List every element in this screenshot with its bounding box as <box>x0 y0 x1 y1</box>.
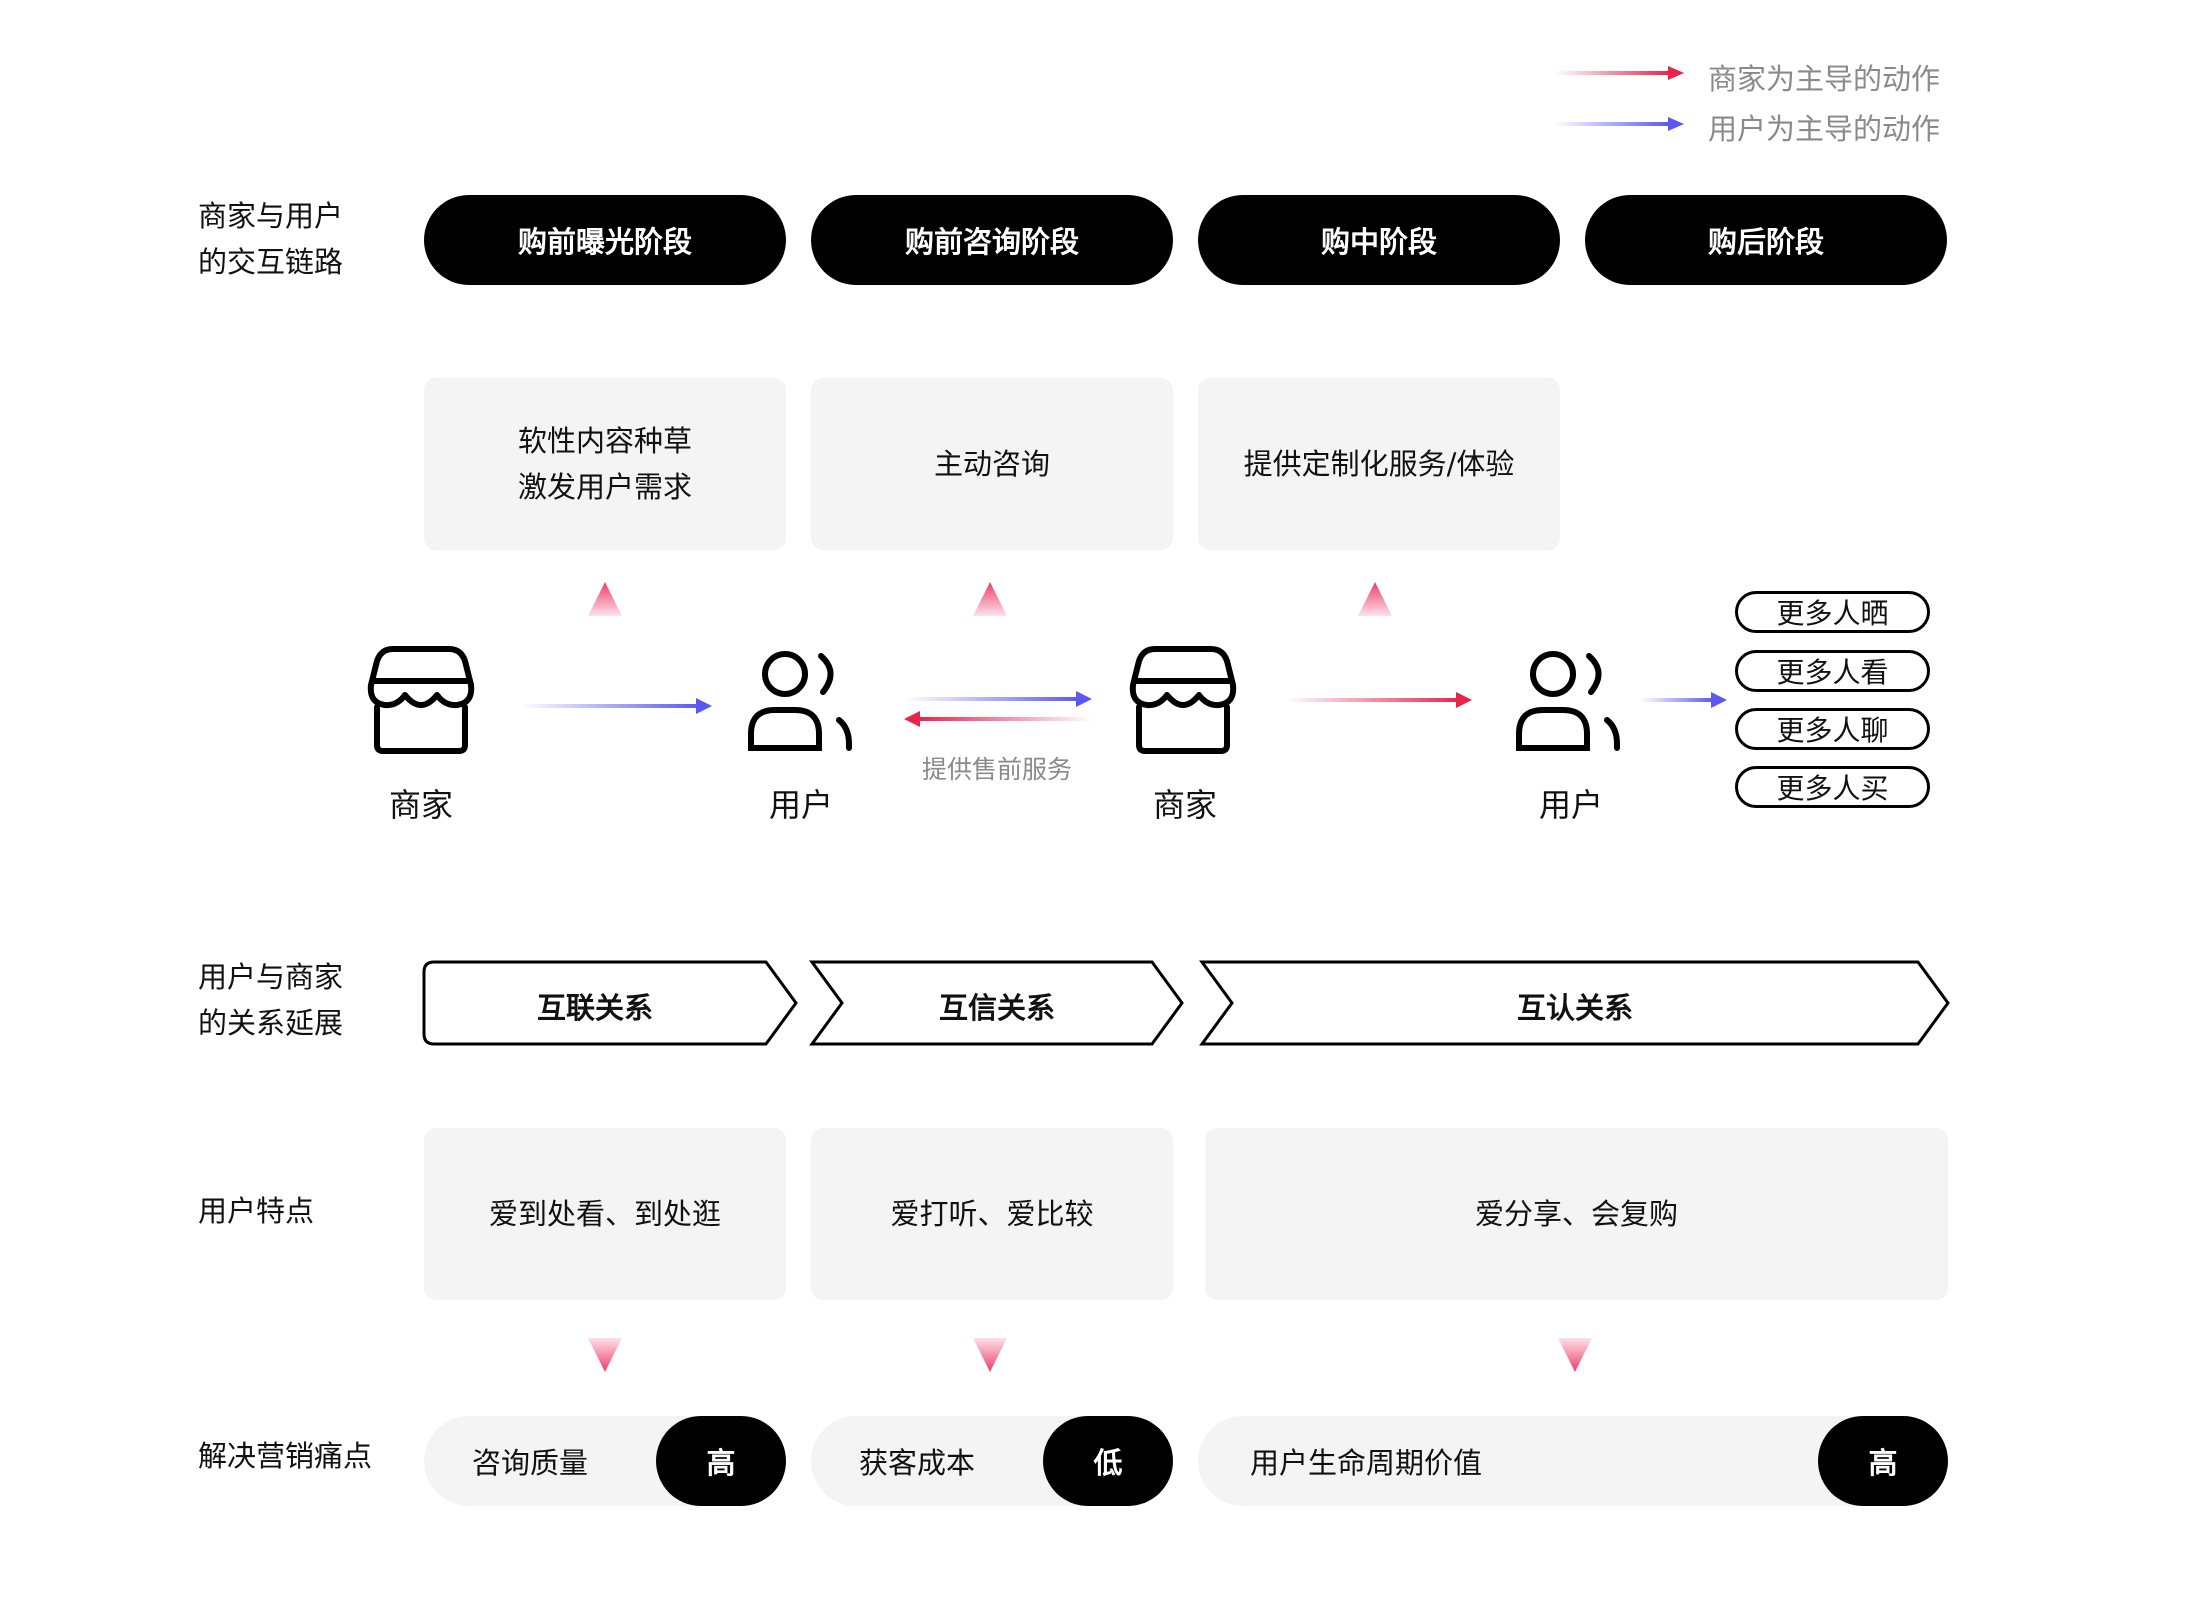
trait-card-share-text: 爱分享、会复购 <box>1474 1197 1678 1231</box>
flow-arrow-user-1 <box>520 698 712 714</box>
users-icon <box>1516 651 1620 751</box>
store-icon <box>1129 646 1237 754</box>
row-label-interaction: 商家与用户 的交互链路 <box>198 193 343 285</box>
node-label-merchant: 商家 <box>388 786 453 824</box>
node-label-user: 用户 <box>1538 786 1603 824</box>
legend-user-arrow <box>1555 117 1684 131</box>
stage-pre-exposure: 购前曝光阶段 <box>424 195 786 285</box>
action-card-custom-service: 提供定制化服务/体验 <box>1198 378 1560 550</box>
pain-point-consult-quality: 咨询质量 高 <box>424 1416 786 1506</box>
action-card-seeding-line2: 激发用户需求 <box>517 470 692 504</box>
store-icon <box>367 646 475 754</box>
row-label-traits: 用户特点 <box>198 1194 315 1228</box>
outcome-pill-share: 更多人晒 <box>1735 591 1930 633</box>
row-label-relation: 用户与商家 的关系延展 <box>198 954 343 1046</box>
triangle-down-1 <box>588 1338 622 1372</box>
row-label-relation-line2: 的关系延展 <box>198 1006 344 1040</box>
triangle-up-1 <box>588 582 622 616</box>
relation-connect: 互联关系 <box>536 991 653 1025</box>
trait-card-browse-text: 爱到处看、到处逛 <box>488 1197 721 1231</box>
action-card-custom-service-text: 提供定制化服务/体验 <box>1243 447 1515 481</box>
users-icon <box>748 651 852 751</box>
row-label-pain: 解决营销痛点 <box>198 1439 373 1473</box>
outcome-pill-buy: 更多人买 <box>1735 766 1930 808</box>
flow-arrow-user-4 <box>1640 692 1727 708</box>
pain-point-level-badge: 低 <box>1043 1416 1173 1506</box>
row-label-relation-line1: 用户与商家 <box>198 960 344 994</box>
flow-arrow-merchant-back <box>904 711 1093 727</box>
pain-point-level-badge: 高 <box>1818 1416 1948 1506</box>
pain-point-lifetime-value: 用户生命周期价值 高 <box>1198 1416 1948 1506</box>
chevron-shape-1 <box>422 960 798 1046</box>
pain-point-level-badge: 高 <box>656 1416 786 1506</box>
pain-point-label: 用户生命周期价值 <box>1250 1446 1483 1480</box>
chevron-shape-3 <box>1199 960 1950 1046</box>
legend-merchant-arrow <box>1555 66 1684 80</box>
stage-in-purchase: 购中阶段 <box>1198 195 1560 285</box>
pain-point-label: 获客成本 <box>859 1446 976 1480</box>
triangle-up-3 <box>1358 582 1392 616</box>
relation-trust: 互信关系 <box>938 991 1055 1025</box>
action-card-consult-text: 主动咨询 <box>933 447 1050 481</box>
stage-post-purchase: 购后阶段 <box>1585 195 1947 285</box>
triangle-down-3 <box>1558 1338 1592 1372</box>
outcome-pill-view: 更多人看 <box>1735 650 1930 692</box>
triangle-up-2 <box>973 582 1007 616</box>
trait-card-share: 爱分享、会复购 <box>1205 1128 1948 1300</box>
trait-card-browse: 爱到处看、到处逛 <box>424 1128 786 1300</box>
outcome-pill-chat: 更多人聊 <box>1735 708 1930 750</box>
flow-arrow-merchant-3 <box>1285 692 1472 708</box>
pain-point-acquisition-cost: 获客成本 低 <box>811 1416 1173 1506</box>
row-label-interaction-line2: 的交互链路 <box>198 245 344 279</box>
flow-arrow-user-2 <box>905 691 1092 707</box>
chevron-shape-2 <box>809 960 1184 1046</box>
node-label-merchant: 商家 <box>1152 786 1217 824</box>
legend-user-led: 用户为主导的动作 <box>1708 112 1941 146</box>
triangle-down-2 <box>973 1338 1007 1372</box>
action-card-seeding-line1: 软性内容种草 <box>517 424 692 458</box>
stage-pre-consult: 购前咨询阶段 <box>811 195 1173 285</box>
trait-card-compare-text: 爱打听、爱比较 <box>890 1197 1094 1231</box>
action-card-consult: 主动咨询 <box>811 378 1173 550</box>
relation-recognition: 互认关系 <box>1516 991 1633 1025</box>
action-card-seeding: 软性内容种草 激发用户需求 <box>424 378 786 550</box>
presale-service-caption: 提供售前服务 <box>922 755 1073 784</box>
legend-merchant-led: 商家为主导的动作 <box>1708 62 1941 96</box>
row-label-interaction-line1: 商家与用户 <box>198 199 344 233</box>
node-label-user: 用户 <box>768 786 833 824</box>
trait-card-compare: 爱打听、爱比较 <box>811 1128 1173 1300</box>
pain-point-label: 咨询质量 <box>472 1446 589 1480</box>
